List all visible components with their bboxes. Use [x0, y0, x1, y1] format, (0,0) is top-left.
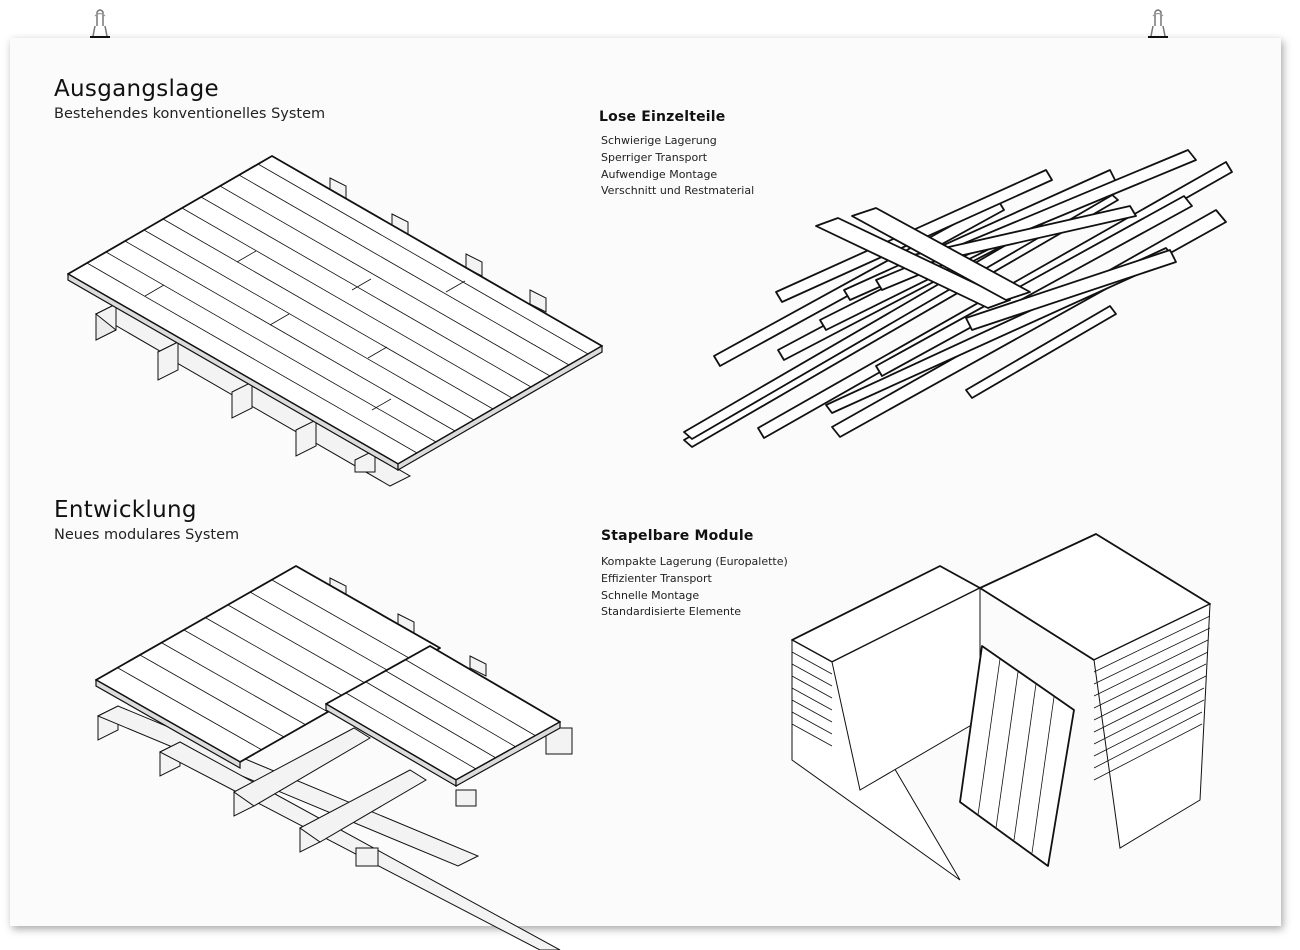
panel-loose-title: Lose Einzelteile [599, 109, 726, 125]
panel-stackable-title: Stapelbare Module [601, 528, 754, 544]
list-item: Schwierige Lagerung [601, 134, 717, 147]
list-item: Effizienter Transport [601, 571, 712, 585]
list-item: Schnelle Montage [601, 588, 700, 602]
joists [94, 177, 547, 487]
list-item: Sperriger Transport [601, 150, 708, 164]
modular-deck-illustration [95, 565, 573, 950]
list-item: Standardisierte Elemente [601, 605, 742, 619]
stacked-modules-illustration [791, 533, 1211, 881]
list-item: Aufwendige Montage [601, 167, 718, 181]
panel-loose-list: Schwierige Lagerung Sperriger Transport … [601, 133, 754, 200]
loose-boards-illustration [683, 149, 1233, 448]
section-new-title: Entwicklung [54, 497, 197, 523]
list-item: Kompakte Lagerung (Europalette) [601, 555, 788, 568]
list-item: Verschnitt und Restmaterial [601, 184, 755, 198]
section-new-subtitle: Neues modulares System [54, 527, 240, 543]
section-current-title: Ausgangslage [54, 76, 219, 102]
panel-stackable-list: Kompakte Lagerung (Europalette) Effizien… [601, 554, 788, 621]
conventional-deck-illustration [67, 155, 603, 487]
section-current-subtitle: Bestehendes konventionelles System [54, 106, 326, 122]
deck-planks [67, 155, 603, 472]
